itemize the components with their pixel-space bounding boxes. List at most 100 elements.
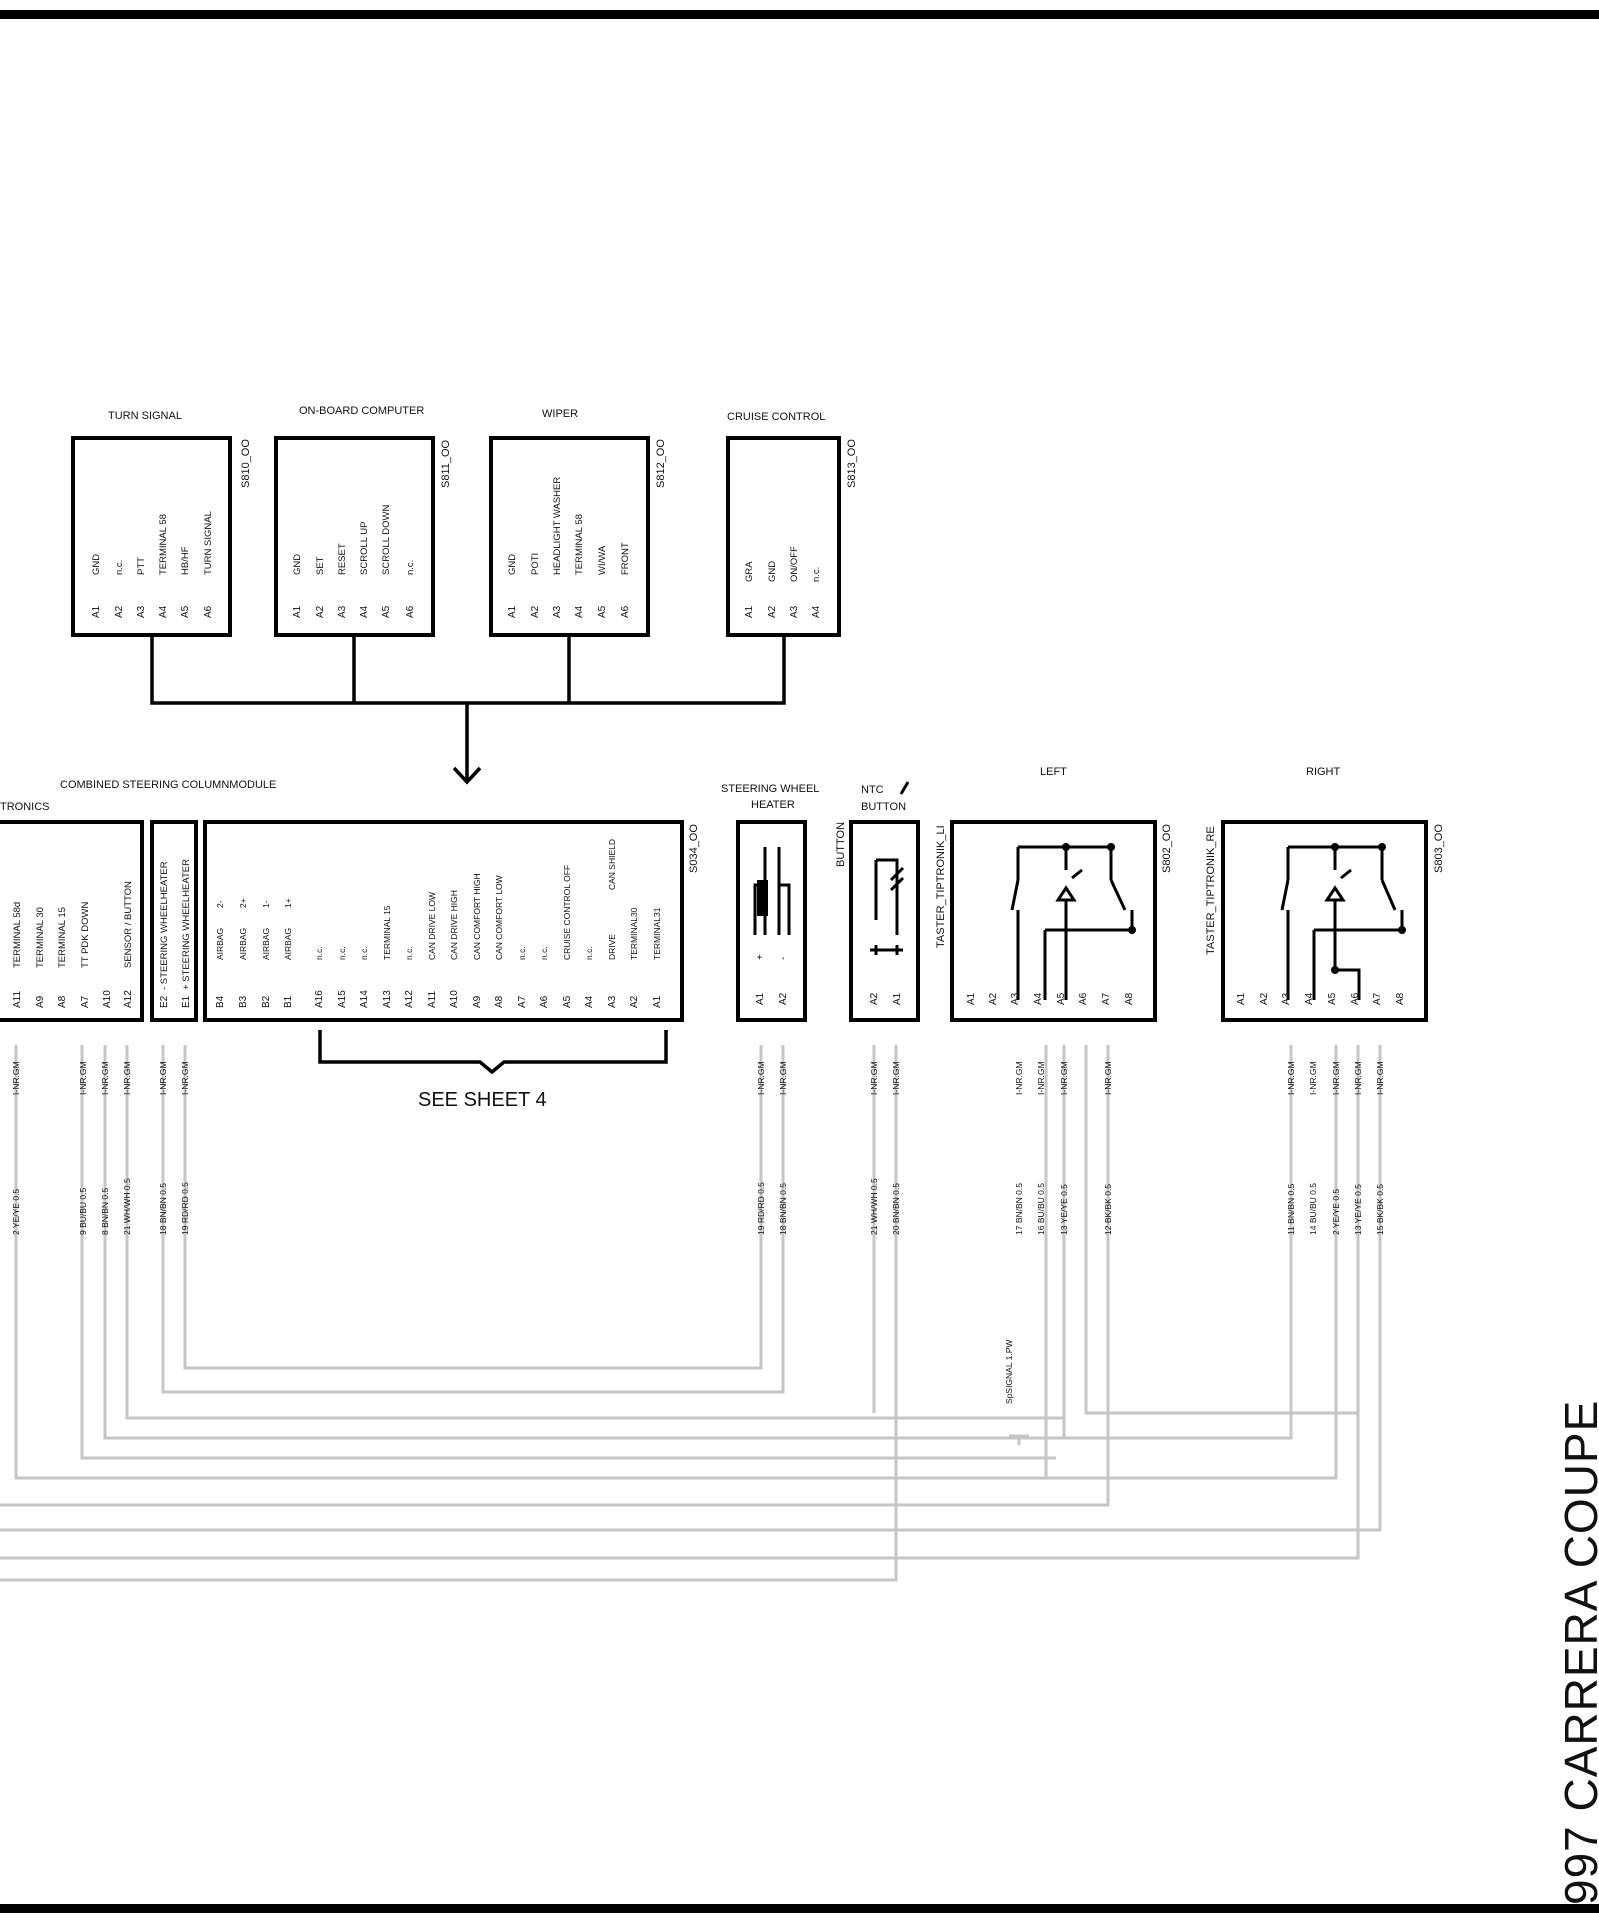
pin-signal: GND xyxy=(292,554,303,575)
wire-label: 2 YE/YE 0.5 xyxy=(1331,1189,1341,1235)
switch-code: S811_OO xyxy=(440,439,452,488)
pin-id: A2 xyxy=(629,995,640,1008)
pin-id: A2 xyxy=(530,605,541,618)
connector-mark: I-NR.GM xyxy=(11,1061,21,1095)
pin-signal: TT PDK DOWN xyxy=(80,902,91,968)
wire-label: 21 WH/WH 0.5 xyxy=(122,1178,132,1235)
pin-id: A4 xyxy=(359,605,370,618)
connector-mark: I-NR.GM xyxy=(1375,1061,1385,1095)
pin-id: A1 xyxy=(652,995,663,1008)
pin-id: A3 xyxy=(136,605,147,618)
top-border xyxy=(0,10,1599,19)
heating-element-icon xyxy=(757,880,768,916)
pin-signal: TURN SIGNAL xyxy=(203,511,214,575)
pin-id: A11 xyxy=(427,991,438,1008)
heater-pins: E2 - STEERING WHEELHEATER E1 + STEERING … xyxy=(159,859,192,1008)
ntc-title: BUTTON xyxy=(861,801,906,813)
pin-signal: FRONT xyxy=(620,542,631,575)
switch-title: CRUISE CONTROL xyxy=(727,411,825,423)
pin-id: A5 xyxy=(1327,992,1338,1005)
bottom-border xyxy=(0,1904,1599,1913)
pin-signal: CAN DRIVE LOW xyxy=(427,892,437,960)
module-left-label: TRONICS xyxy=(0,801,50,813)
pin-id: A6 xyxy=(1350,992,1361,1005)
connector-mark: I-NR.GM xyxy=(1103,1061,1113,1095)
connector-mark: I-NR.GM xyxy=(1331,1061,1341,1095)
module-code: S034_OO xyxy=(688,824,700,873)
pin-signal: HB/HF xyxy=(180,546,191,575)
steering-column-module: COMBINED STEERING COLUMNMODULE TRONICS S… xyxy=(0,779,700,1111)
pin-signal: n.c. xyxy=(359,946,369,960)
pin-id: A10 xyxy=(102,990,113,1008)
pin-id: A2 xyxy=(114,605,125,618)
pin-id: A2 xyxy=(988,992,999,1005)
pin-id: A7 xyxy=(517,995,528,1008)
wire-label: 20 BN/BN 0.5 xyxy=(891,1183,901,1235)
pin-signal: n.c. xyxy=(314,946,324,960)
pin-list: A1 GND A2 POTI A3 HEADLIGHT WASHER A4 TE… xyxy=(507,477,631,618)
connector-marks: I-NR.GM I-NR.GM I-NR.GM I-NR.GM I-NR.GM … xyxy=(11,1061,1385,1095)
wire-label: 19 RD/RD 0.5 xyxy=(756,1182,766,1235)
pin-id: A4 xyxy=(574,605,585,618)
pin-signal: n.c. xyxy=(539,946,549,960)
connector-mark: I-NR.GM xyxy=(778,1061,788,1095)
ntc-thermistor-icon xyxy=(889,866,905,892)
pin-signal: DRIVE xyxy=(607,934,617,960)
connector-mark: I-NR.GM xyxy=(1353,1061,1363,1095)
pin-id: B4 xyxy=(215,995,226,1008)
wire-routes xyxy=(0,1045,1382,1582)
tiptronic-left: LEFT TASTER_TIPTRONIK_LI S802_OO A1 A2 A… xyxy=(935,766,1173,1022)
connector-mark: I-NR.GM xyxy=(100,1061,110,1095)
steering-wheel-heater: STEERING WHEEL HEATER + - A1 A2 xyxy=(721,783,819,1022)
signal-label: SpSIGNAL 1.PW xyxy=(1004,1340,1014,1404)
module-title: COMBINED STEERING COLUMNMODULE xyxy=(60,779,276,791)
pin-id: A16 xyxy=(314,990,325,1008)
connector-mark: I-NR.GM xyxy=(78,1061,88,1095)
pin-id: A6 xyxy=(620,605,631,618)
pin-id: A8 xyxy=(1395,992,1406,1005)
connector-mark: I-NR.GM xyxy=(1286,1061,1296,1095)
arrow-head-icon xyxy=(452,766,482,785)
tiptronic-code: S802_OO xyxy=(1161,824,1173,873)
pin-signal: AIRBAG xyxy=(215,928,225,960)
pin-list: A1 A2 A3 A4 A5 A6 A7 A8 xyxy=(966,992,1135,1005)
pin-id: A3 xyxy=(1010,992,1021,1005)
pin-id: A8 xyxy=(494,995,505,1008)
pin-signal: SCROLL UP xyxy=(359,522,370,576)
pin-list: A1 GRA A2 GND A3 ON/OFF A4 n.c. xyxy=(744,546,822,618)
pin-id: A15 xyxy=(337,990,348,1008)
pin-signal: CAN COMFORT LOW xyxy=(494,875,504,960)
pin-polarity: 1+ xyxy=(283,898,293,908)
module-heater-section xyxy=(150,820,198,1022)
pin-signal: SCROLL DOWN xyxy=(381,504,392,575)
heater-title: STEERING WHEEL xyxy=(721,783,819,795)
pin-id: A3 xyxy=(607,995,618,1008)
pin-signal: GND xyxy=(507,554,518,575)
switch-box xyxy=(726,436,841,637)
switch-code: S812_OO xyxy=(655,439,667,488)
pin-id: A7 xyxy=(80,995,91,1008)
pin-id: B1 xyxy=(283,995,294,1008)
ntc-thermistor-icon xyxy=(870,858,903,955)
pin-id: E1 xyxy=(181,995,192,1008)
pin-signal: GRA xyxy=(744,561,755,582)
pin-signal: n.c. xyxy=(404,946,414,960)
pin-id: A4 xyxy=(584,995,595,1008)
wire-label: 11 BN/BN 0.5 xyxy=(1286,1183,1296,1235)
pin-signal: CRUISE CONTROL OFF xyxy=(562,865,572,960)
pin-id: A3 xyxy=(1281,992,1292,1005)
wire-label: 13 YE/YE 0.5 xyxy=(1353,1184,1363,1235)
connector-mark: I-NR.GM xyxy=(1014,1061,1024,1095)
pin-id: A6 xyxy=(405,605,416,618)
pin-id: A2 xyxy=(767,605,778,618)
see-sheet-brace xyxy=(318,1030,668,1075)
pin-signal: AIRBAG xyxy=(283,928,293,960)
ntc-side-label: BUTTON xyxy=(835,822,847,867)
pin-signal: TERMINAL30 xyxy=(629,907,639,960)
pin-id: A8 xyxy=(57,995,68,1008)
pin-id: A2 xyxy=(869,992,880,1005)
pin-signal: SET xyxy=(315,556,326,575)
pin-id: A4 xyxy=(811,605,822,618)
pin-signal: AIRBAG xyxy=(238,928,248,960)
pin-polarity: 1- xyxy=(261,900,271,908)
